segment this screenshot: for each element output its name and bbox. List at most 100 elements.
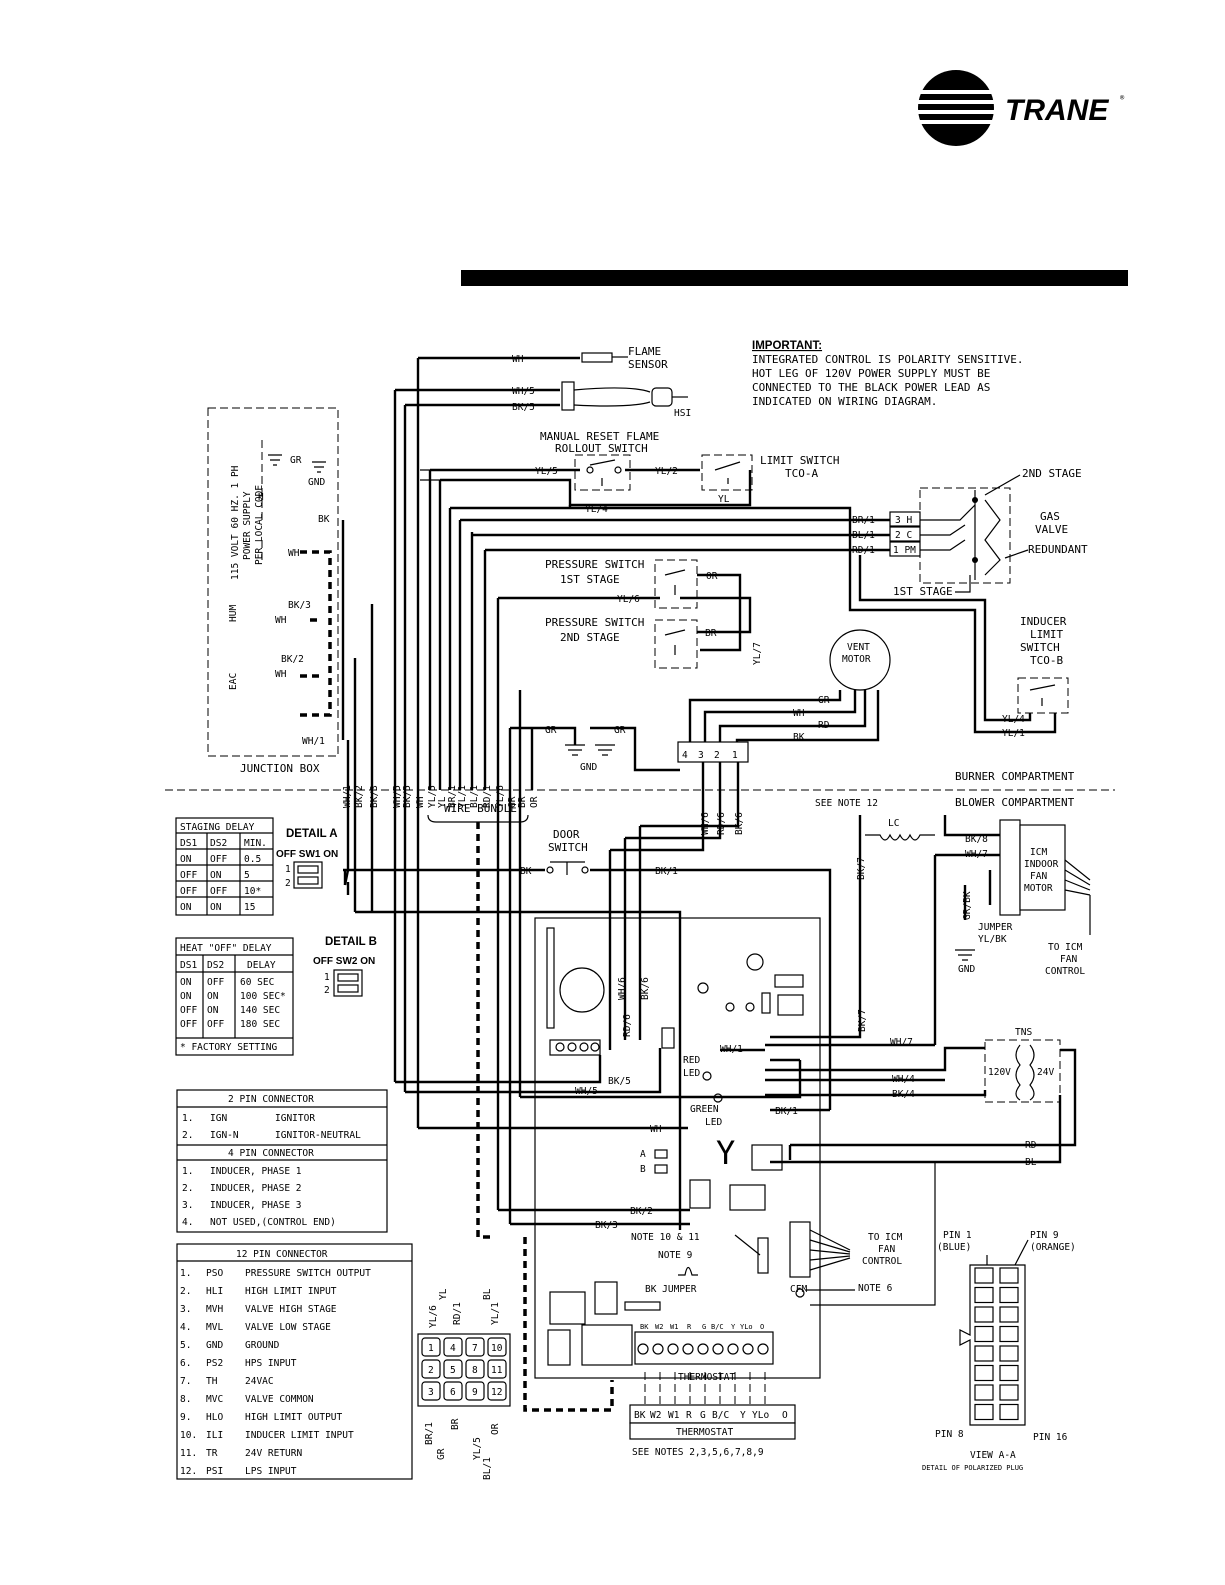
- plug-pin-number: 3: [428, 1387, 434, 1398]
- svg-text:GND: GND: [580, 762, 597, 773]
- twelve-pin-cell: VALVE HIGH STAGE: [245, 1304, 337, 1315]
- svg-text:YLo: YLo: [740, 1323, 753, 1331]
- svg-text:A: A: [640, 1149, 646, 1160]
- plug-pin: [487, 1381, 507, 1401]
- svg-text:H: H: [258, 492, 264, 503]
- twelve-pin-cell: HPS INPUT: [245, 1358, 297, 1369]
- staging-cell: 15: [244, 902, 255, 913]
- limit-switch-tco-a: LIMIT SWITCH TCO-A: [701, 454, 839, 491]
- svg-text:GR: GR: [290, 455, 302, 466]
- twelve-pin-cell: 4.: [180, 1322, 191, 1333]
- svg-text:YL/6: YL/6: [617, 594, 640, 605]
- transformer-tns: TNS 120V 24V RD BL: [770, 1027, 1077, 1306]
- svg-text:GR: GR: [545, 725, 557, 736]
- svg-text:YL: YL: [718, 494, 730, 505]
- plug-socket: [999, 1325, 1019, 1343]
- svg-text:BK/6: BK/6: [734, 812, 745, 835]
- junction-box-label: JUNCTION BOX: [240, 762, 320, 775]
- board-notes: NOTE 10 & 11 NOTE 9 BK JUMPER CFM NOTE 6…: [631, 1229, 903, 1295]
- svg-text:TCO-B: TCO-B: [1030, 654, 1063, 667]
- svg-text:HEAT "OFF" DELAY: HEAT "OFF" DELAY: [180, 943, 272, 954]
- staging-cell: 0.5: [244, 854, 261, 865]
- important-line-4: INDICATED ON WIRING DIAGRAM.: [752, 395, 937, 408]
- svg-text:DS1: DS1: [180, 960, 197, 971]
- svg-text:GND: GND: [308, 477, 325, 488]
- important-heading: IMPORTANT:: [752, 340, 822, 352]
- svg-text:O: O: [782, 1410, 788, 1421]
- staging-cell: ON: [180, 902, 192, 913]
- plug-socket: [974, 1364, 994, 1382]
- gas-valve: BR/1 BL/1 RD/1 3 H 2 C 1 PM 2ND STAGE GA…: [460, 467, 1088, 598]
- twelve-pin-cell: 2.: [180, 1286, 191, 1297]
- plug-pin: [465, 1337, 485, 1357]
- four-pin-cell: INDUCER, PHASE 1: [210, 1166, 302, 1177]
- svg-text:BK/5: BK/5: [608, 1076, 631, 1087]
- plug-socket: [974, 1286, 994, 1304]
- thermostat-harness: [476, 822, 614, 1412]
- twelve-pin-cell: HLO: [206, 1412, 223, 1423]
- svg-text:MANUAL RESET FLAME: MANUAL RESET FLAME: [540, 430, 659, 443]
- svg-text:YL: YL: [438, 1288, 449, 1300]
- twelve-pin-cell: HLI: [206, 1286, 223, 1297]
- svg-text:YLo: YLo: [752, 1410, 769, 1421]
- svg-text:TO ICM: TO ICM: [1048, 942, 1083, 953]
- bundle-yl6: YL/6: [495, 785, 506, 808]
- twelve-pin-cell: TH: [206, 1376, 218, 1387]
- svg-text:SWITCH: SWITCH: [548, 841, 588, 854]
- svg-text:Y: Y: [731, 1323, 736, 1331]
- svg-text:BK/6: BK/6: [640, 977, 651, 1000]
- heat-off-cell: 60 SEC: [240, 977, 274, 988]
- plug-pin-number: 6: [450, 1387, 456, 1398]
- bundle-yl5: YL/5: [427, 785, 438, 808]
- plug-pin-number: 1: [428, 1343, 434, 1354]
- svg-text:LED: LED: [683, 1068, 700, 1079]
- twelve-pin-cell: 3.: [180, 1304, 191, 1315]
- integrated-control-board: WH/6 RD/6 BK/6 RED LED GREEN LED Y A B: [534, 826, 821, 1383]
- svg-text:YL/1: YL/1: [490, 1302, 501, 1325]
- twelve-pin-cell: MVH: [206, 1304, 223, 1315]
- svg-text:RD: RD: [1025, 1140, 1037, 1151]
- svg-text:GREEN: GREEN: [690, 1104, 719, 1115]
- svg-text:Y: Y: [716, 1134, 735, 1172]
- twelve-pin-cell: LPS INPUT: [245, 1466, 297, 1477]
- svg-text:LIMIT: LIMIT: [1030, 628, 1063, 641]
- inducer-plug: 4 3 2 1 WH/6 RD/6 BK/6: [610, 741, 749, 852]
- svg-text:DS1: DS1: [180, 838, 197, 849]
- twelve-pin-cell: MVC: [206, 1394, 223, 1405]
- svg-text:G: G: [702, 1323, 706, 1331]
- four-pin-cell: NOT USED,(CONTROL END): [210, 1217, 336, 1228]
- staging-cell: ON: [210, 870, 222, 881]
- heat-off-cell: 180 SEC: [240, 1019, 280, 1030]
- twelve-pin-cell: 12.: [180, 1466, 197, 1477]
- svg-text:BR/1: BR/1: [424, 1422, 435, 1445]
- svg-text:(BLUE): (BLUE): [937, 1242, 971, 1253]
- svg-text:BK JUMPER: BK JUMPER: [645, 1284, 697, 1295]
- twelve-pin-cell: INDUCER LIMIT INPUT: [245, 1430, 354, 1441]
- svg-text:WH: WH: [793, 708, 805, 719]
- svg-text:WH/1: WH/1: [302, 736, 325, 747]
- svg-text:SENSOR: SENSOR: [628, 358, 668, 371]
- svg-text:VIEW A-A: VIEW A-A: [970, 1450, 1016, 1461]
- plug-socket: [974, 1267, 994, 1284]
- plug-pin-number: 10: [491, 1343, 503, 1354]
- pressure-switch-1: PRESSURE SWITCH 1ST STAGE OR YL/6: [498, 558, 742, 652]
- svg-text:BK/3: BK/3: [595, 1220, 618, 1231]
- svg-text:NOTE 6: NOTE 6: [858, 1283, 893, 1294]
- staging-cell: ON: [180, 854, 192, 865]
- svg-text:WH/5: WH/5: [512, 386, 535, 397]
- bundle-rd1: RD/1: [482, 785, 493, 808]
- blower-compartment: BLOWER COMPARTMENT: [955, 796, 1075, 809]
- svg-text:BR: BR: [450, 1418, 461, 1430]
- plug-pin: [421, 1337, 441, 1357]
- four-pin-cell: 3.: [182, 1200, 193, 1211]
- staging-cell: OFF: [180, 870, 197, 881]
- twelve-pin-cell: ILI: [206, 1430, 223, 1441]
- svg-text:WH: WH: [275, 615, 287, 626]
- svg-text:RD/6: RD/6: [716, 812, 727, 835]
- svg-text:GND: GND: [958, 964, 975, 975]
- two-pin-cell: 2.: [182, 1130, 193, 1141]
- bundle-bk2: BK/2: [354, 785, 365, 808]
- polarized-plug-view: PIN 1 (BLUE) PIN 9 (ORANGE) PIN 8 PIN 16…: [922, 1230, 1076, 1472]
- svg-text:NOTE 9: NOTE 9: [658, 1250, 693, 1261]
- svg-text:YL/5: YL/5: [472, 1437, 483, 1460]
